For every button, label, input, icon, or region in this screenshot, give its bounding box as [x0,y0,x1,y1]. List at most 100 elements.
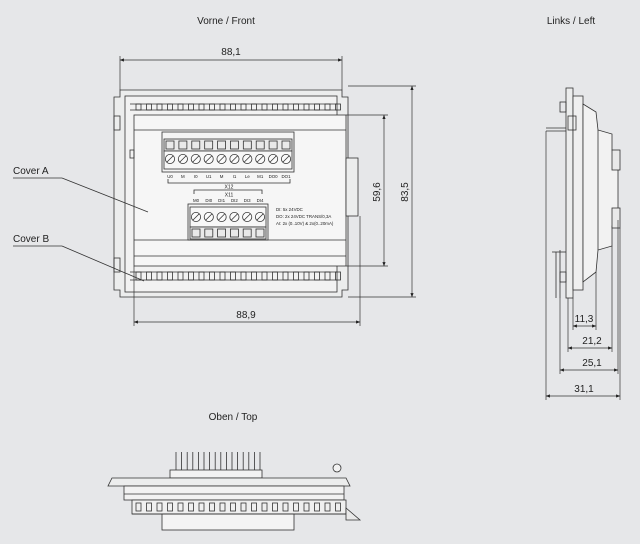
x12-latch [217,140,226,150]
vent-slot [146,103,152,111]
vent-slot [219,271,226,281]
vent-slot [198,502,205,512]
dim-width-bottom: 88,9 [236,310,256,321]
dim-width-top: 88,1 [221,47,241,58]
x11-latch [242,228,252,238]
x12-latch [268,140,278,150]
vent-slot [272,502,278,512]
vent-slot [167,502,173,512]
left-view-title: Links / Left [547,16,596,27]
spec-line-ai: AI: 2x (0..10V) & 2x(0..20mA) [276,221,334,226]
x12-label: X12 [225,185,234,191]
x12-pin-label: M1 [257,174,264,179]
x11-latch [204,228,214,238]
vent-slot [188,271,194,281]
x12-pin-label: Le [245,174,250,179]
x11-latch [217,228,227,238]
vent-slot [303,103,310,111]
left-view [546,87,621,299]
vent-slot [324,271,331,281]
vent-slot [177,502,184,512]
x11-label: X11 [225,193,234,199]
x12-pin-label: DO0 [269,174,279,179]
x12-pin-label: U0 [167,174,173,179]
x12-pin-label: I1 [233,174,237,179]
vent-slot [198,271,205,281]
cover-b-callout: Cover B [13,234,145,282]
x12-latch [255,140,265,150]
top-view [107,452,362,531]
vent-slot [209,103,215,111]
vent-slot [146,271,152,281]
vent-slot [251,502,257,512]
x12-pin-label: DO1 [281,174,291,179]
vent-slot [272,271,278,281]
x12-screw-slot [166,155,174,163]
vent-slot [167,271,173,281]
spec-line-do: DO: 2x 24VDC TRANS/0,3A [276,214,331,219]
vent-slot [209,502,215,512]
vent-slot [293,271,299,281]
x12-screw-slot [205,155,212,163]
top-connector-body [169,469,263,479]
vent-slot [240,103,247,111]
vent-slot [314,502,320,512]
x12-pin-label: M [220,174,224,179]
x11-pin-label: DI2 [231,198,238,203]
x12-screw-slot [282,155,290,163]
x12-screw-slot [244,155,251,163]
vent-slot [167,103,173,111]
vent-slot [146,502,152,512]
x12-latch [242,140,252,150]
dim-depth-1: 11,3 [575,314,594,325]
vent-slot [282,502,289,512]
x12-pin-label: I0 [194,174,198,179]
x11-latch [191,228,201,238]
vent-slot [261,103,268,111]
vent-slot [135,103,142,111]
vent-slot [324,502,331,512]
vent-slot [188,103,194,111]
x11-screw-slot [192,213,200,221]
cover-a-callout: Cover A [13,166,149,213]
x12-pin-label: M [181,174,185,179]
dim-depth-4: 31,1 [574,384,594,395]
vent-slot [251,271,257,281]
vent-slot [156,502,163,512]
dim-depth-3: 25,1 [582,358,602,369]
dim-depth-2: 21,2 [582,336,602,347]
cover-b-label: Cover B [13,234,49,245]
vent-slot [198,103,205,111]
x11-screw-slot [256,213,264,221]
x12-latch [165,140,175,150]
vent-slot [156,103,163,111]
x11-pin-label: M0 [193,198,200,203]
vent-slot [293,103,299,111]
x12-latch [191,140,201,150]
x11-latch [255,228,265,238]
x11-pin-label: DI3 [244,198,251,203]
x11-screw-slot [218,213,225,221]
vent-slot [240,502,247,512]
vent-slot [282,103,289,111]
dim-height-inner: 59,6 [372,182,383,202]
vent-slot [230,502,236,512]
vent-slot [314,103,320,111]
vent-slot [293,502,299,512]
front-view [113,89,359,298]
vent-slot [324,103,331,111]
top-view-title: Oben / Top [209,412,258,423]
vent-slot [177,271,184,281]
x12-screw-slot [256,155,264,163]
vent-slot [135,271,142,281]
x12-screw-slot [218,155,225,163]
vent-slot [209,271,215,281]
vent-slot [282,271,289,281]
spec-line-di: DI: 5x 24VDC [276,207,303,212]
vent-slot [219,103,226,111]
x12-pin-label: U1 [206,174,212,179]
x12-latch [230,140,239,150]
x12-screw-slot [269,155,277,163]
